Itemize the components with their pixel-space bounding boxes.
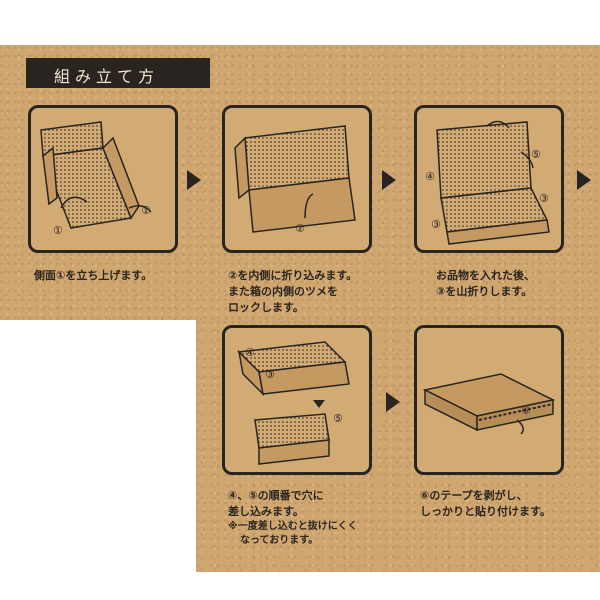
step-4-caption: ④、⑤の順番で穴に 差し込みます。 (228, 489, 324, 518)
step-4-marker-3: ③ (265, 368, 275, 381)
step-5-marker: ⑥ (521, 404, 531, 417)
arrow-right-1 (187, 170, 201, 190)
step-2-marker: ② (295, 222, 305, 235)
step-3-illustration: ④ ⑤ ③ ③ (414, 105, 564, 253)
arrow-right-2 (382, 170, 396, 190)
step-3-marker-3-left: ③ (431, 218, 441, 231)
step-3-marker-4: ④ (425, 170, 435, 183)
title-bar: 組み立て方 (26, 58, 210, 88)
step-4-marker-4: ④ (245, 346, 255, 359)
step-5-caption: ⑥のテープを剥がし、 しっかりと貼り付けます。 (420, 489, 551, 518)
step-2-illustration: ② (222, 105, 372, 253)
step-5-illustration: ⑥ (414, 325, 564, 475)
step-4-illustration: ④ ③ ⑤ (222, 325, 372, 475)
arrow-right-3 (577, 170, 591, 190)
step-4-marker-5: ⑤ (333, 412, 343, 425)
step-3-marker-3-right: ③ (539, 192, 549, 205)
step-2-caption: ②を内側に折り込みます。 また箱の内側のツメを ロックします。 (228, 269, 358, 314)
page-title: 組み立て方 (54, 67, 160, 86)
step-1-marker-left: ① (53, 224, 63, 237)
step-1-marker-right: ① (141, 204, 151, 217)
step-1-caption: 側面①を立ち上げます。 (34, 269, 153, 282)
step-3-marker-5: ⑤ (531, 148, 541, 161)
step-3-caption: お品物を入れた後、 ③を山折りします。 (436, 269, 535, 298)
step-1-illustration: ① ① (28, 105, 178, 253)
arrow-right-4 (386, 392, 400, 412)
step-4-note: ※一度差し込むと抜けにくく なっております。 (228, 521, 358, 546)
